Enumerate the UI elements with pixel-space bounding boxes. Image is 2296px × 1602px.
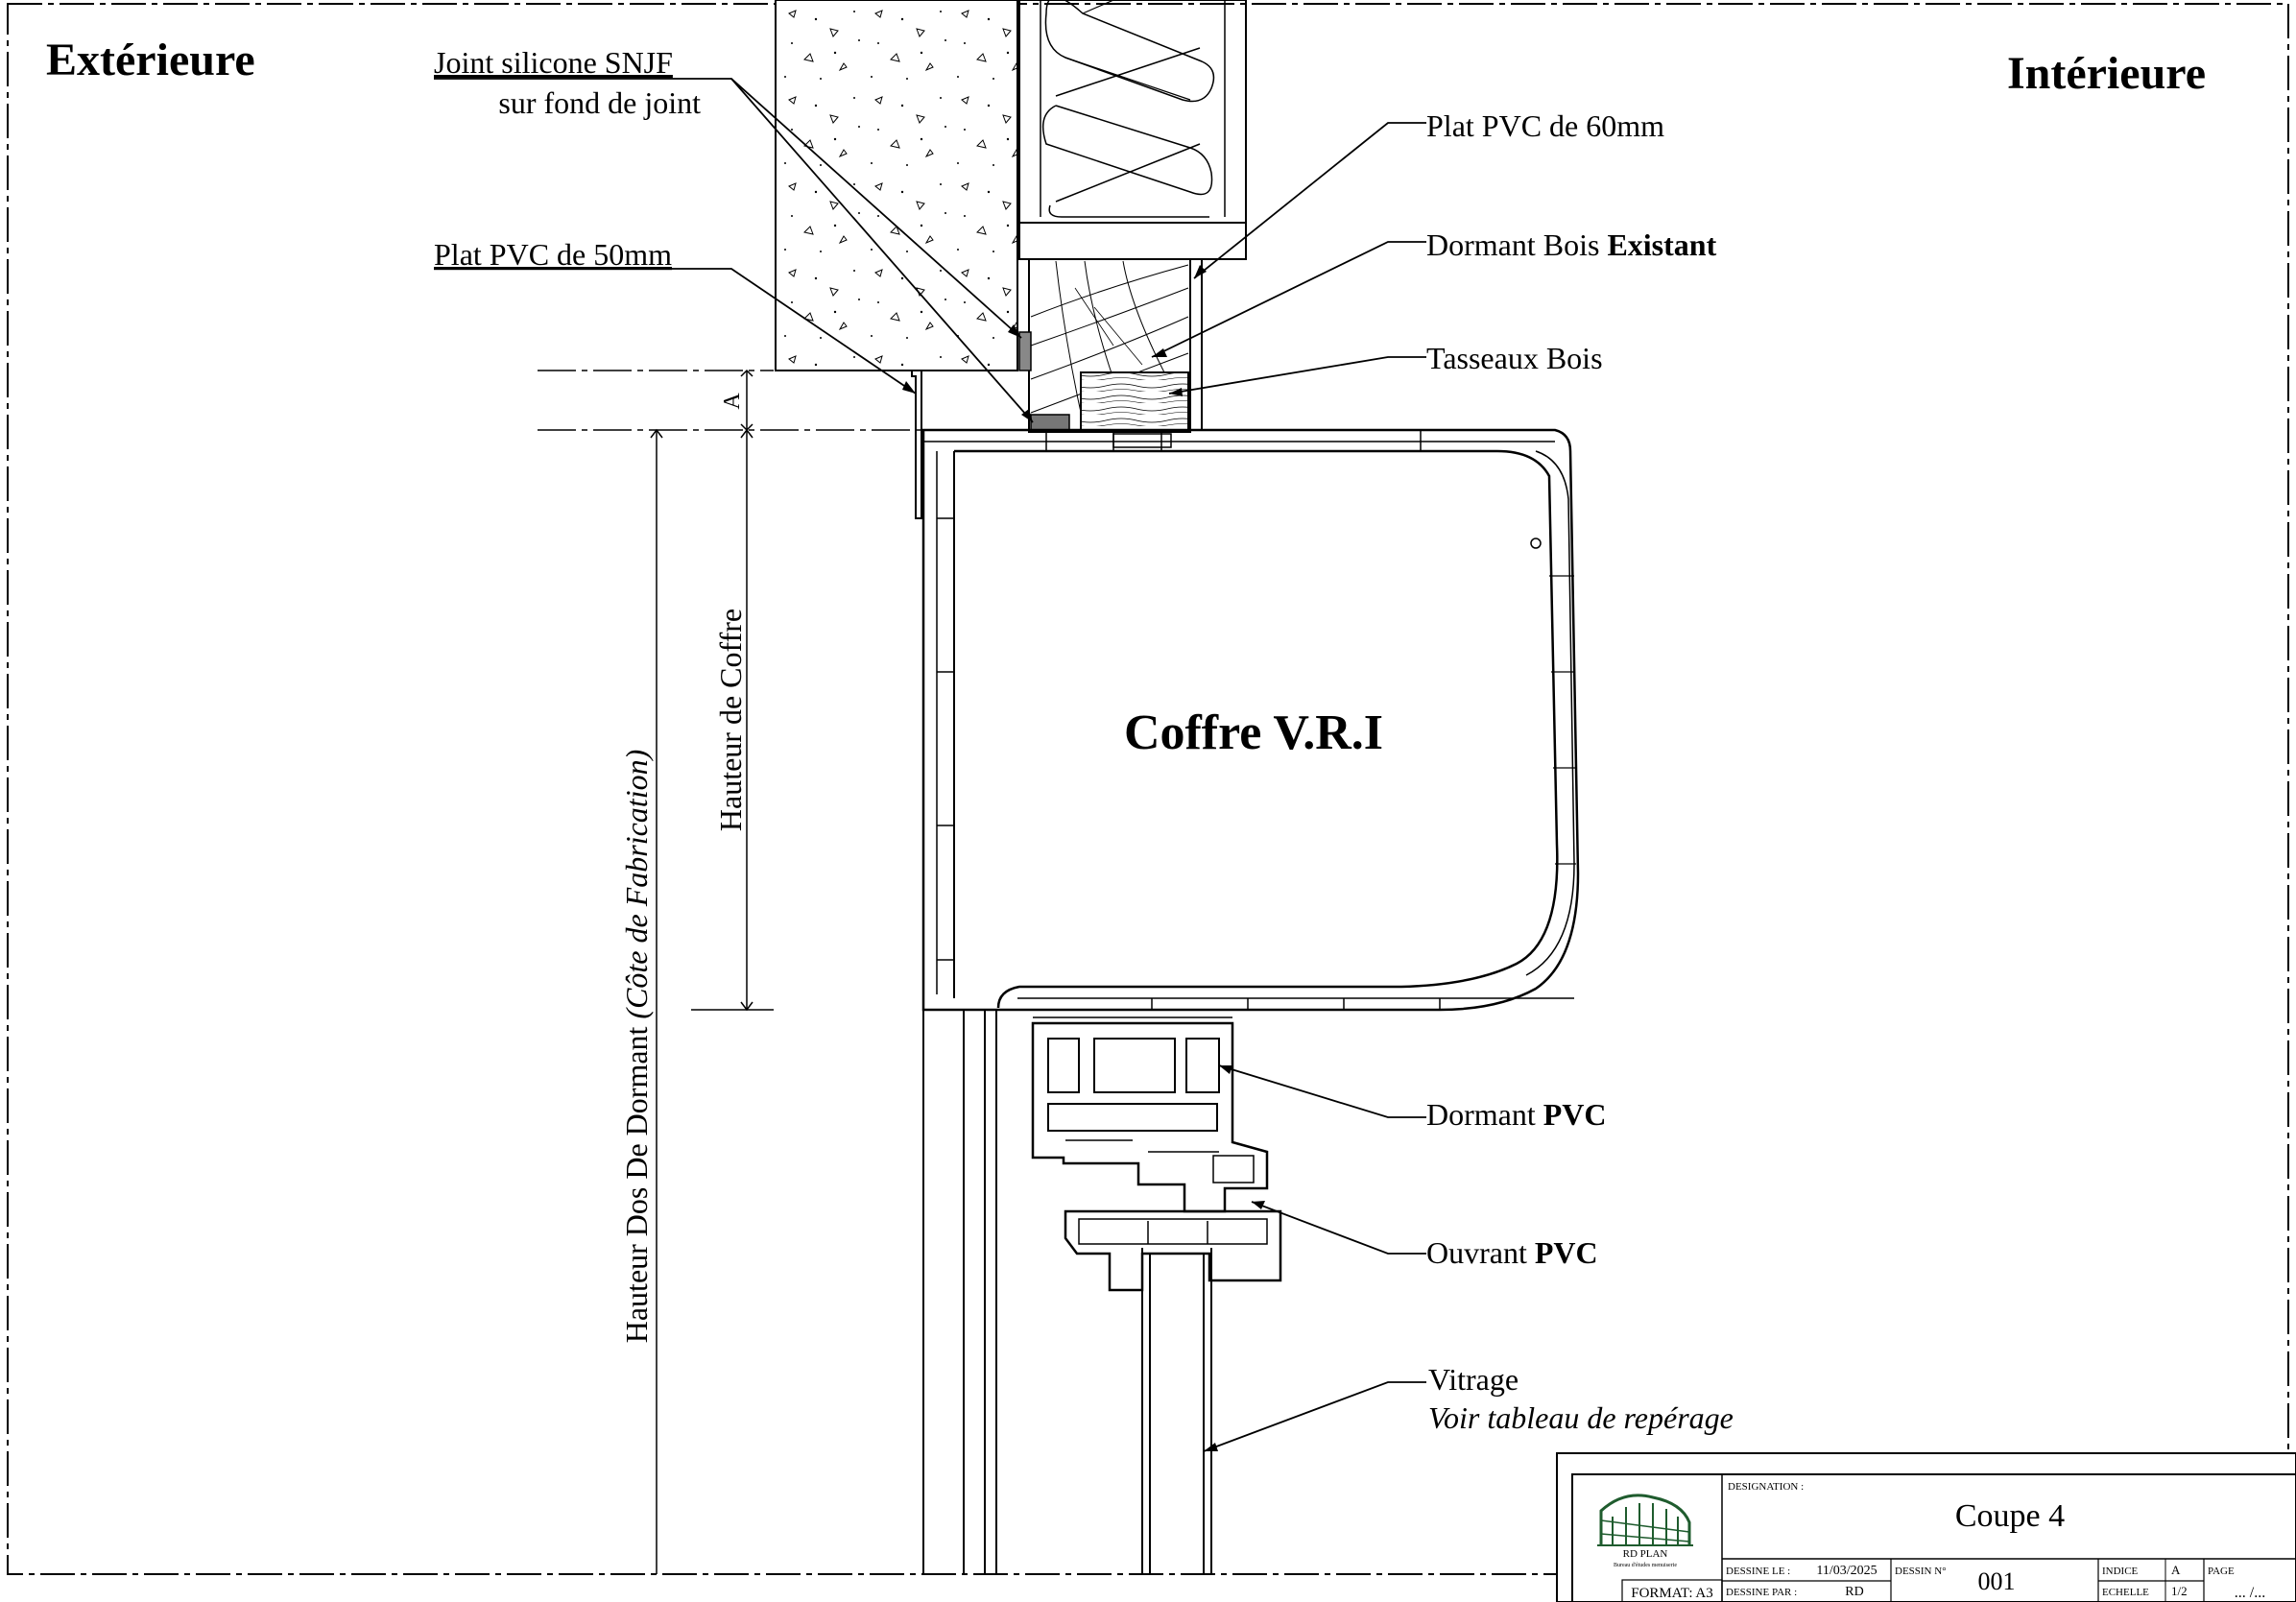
joint-silicone-label: Joint silicone SNJF (434, 45, 673, 80)
dessine-le-value: 11/03/2025 (1816, 1564, 1877, 1578)
ouvrant-pvc-profile (1064, 1209, 1282, 1292)
hauteur-coffre-label: Hauteur de Coffre (713, 609, 748, 831)
dimension-a-label: A (720, 393, 745, 410)
hauteur-dormant-note: (Côte de Fabrication) (619, 750, 654, 1019)
ouvrant-pvc-label: Ouvrant PVC (1426, 1235, 1598, 1270)
ouvrant-pvc-text: Ouvrant (1426, 1235, 1535, 1270)
plat-pvc-50 (911, 370, 922, 519)
concrete-wall (775, 0, 1018, 371)
leader-arrows (902, 265, 1265, 1451)
dessine-par-label: DESSINE PAR : (1726, 1587, 1797, 1598)
dormant-pvc-profile (1031, 1016, 1269, 1213)
fond-de-joint (1030, 414, 1070, 431)
sheet-border (7, 3, 2289, 1575)
vitrage-label: Vitrage (1428, 1362, 1519, 1397)
vitrage-note: Voir tableau de repérage (1428, 1400, 1734, 1435)
tasseau-bois (1080, 371, 1189, 431)
page-value: ... /... (2235, 1585, 2265, 1601)
echelle-label: ECHELLE (2102, 1587, 2149, 1598)
leader-lines (434, 78, 1426, 1452)
title-block (1556, 1452, 2296, 1602)
coffre-vri (921, 428, 1580, 1012)
format-label: FORMAT: A3 (1631, 1586, 1713, 1601)
fond-de-joint-label: sur fond de joint (498, 85, 701, 120)
exterior-label: Extérieure (46, 35, 255, 85)
company-logo (1597, 1494, 1693, 1546)
dormant-pvc-text: Dormant (1426, 1097, 1543, 1132)
indice-value: A (2171, 1563, 2181, 1577)
designation-value: Coupe 4 (1955, 1498, 2065, 1534)
dessine-par-value: RD (1845, 1585, 1863, 1599)
dormant-bois-label: Dormant Bois Existant (1426, 227, 1717, 262)
dormant-pvc-bold: PVC (1543, 1097, 1607, 1132)
dessin-no-value: 001 (1978, 1567, 2016, 1595)
designation-label: DESIGNATION : (1728, 1481, 1804, 1493)
plat-pvc-60-label: Plat PVC de 60mm (1426, 108, 1664, 143)
echelle-value: 1/2 (2171, 1584, 2188, 1598)
plat-pvc-60 (1189, 258, 1203, 431)
dormant-bois-text: Dormant Bois (1426, 227, 1607, 262)
coffre-label: Coffre V.R.I (1124, 705, 1383, 760)
vitrage (1141, 1248, 1212, 1574)
hauteur-dormant-label: Hauteur Dos De Dormant (Côte de Fabricat… (619, 750, 654, 1344)
insulation (1018, 0, 1247, 260)
wall-reveal (922, 1010, 997, 1574)
tasseaux-bois-label: Tasseaux Bois (1426, 341, 1603, 375)
indice-label: INDICE (2102, 1566, 2139, 1577)
dormant-bois-bold: Existant (1607, 227, 1716, 262)
plat-pvc-50-label: Plat PVC de 50mm (434, 237, 672, 272)
company-name: RD PLAN (1623, 1548, 1668, 1560)
dimension-lines (538, 369, 921, 1574)
company-subtitle: Bureau d'études menuiserie (1614, 1563, 1677, 1568)
hauteur-dormant-text: Hauteur Dos De Dormant (619, 1019, 654, 1344)
interior-label: Intérieure (2007, 48, 2206, 99)
dessine-le-label: DESSINE LE : (1726, 1566, 1790, 1577)
page-label: PAGE (2208, 1566, 2235, 1577)
joint-silicone (1018, 331, 1032, 371)
dessin-no-label: DESSIN N° (1895, 1566, 1947, 1577)
dormant-pvc-label: Dormant PVC (1426, 1097, 1607, 1132)
ouvrant-pvc-bold: PVC (1535, 1235, 1598, 1270)
